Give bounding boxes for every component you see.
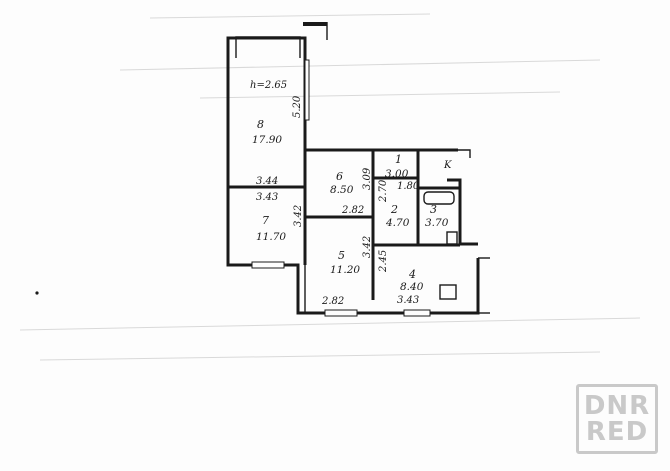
room8-width: 3.44 (256, 176, 278, 187)
room-8-area: 17.90 (252, 134, 282, 146)
room-4-area: 8.40 (400, 281, 424, 293)
watermark-line-1: DNR (583, 391, 651, 421)
fixtures (423, 149, 490, 314)
room8-length: 5.20 (292, 95, 303, 118)
room-2-number: 2 (390, 203, 398, 216)
interior-walls (228, 150, 460, 313)
room-3-number: 3 (430, 203, 437, 216)
room1-width: 1.80 (397, 181, 420, 192)
bathtub-icon (423, 191, 455, 205)
balcony (235, 22, 328, 58)
room-6-number: 6 (336, 170, 343, 183)
room-7-area: 11.70 (256, 231, 286, 243)
room7-length: 3.42 (293, 205, 304, 227)
watermark-logo: DNR RED (576, 384, 658, 454)
watermark-line-2: RED (585, 417, 649, 447)
room6-width: 2.82 (341, 205, 364, 216)
room-2-area: 4.70 (385, 217, 410, 229)
stove-icon (439, 284, 457, 300)
room7-width: 3.43 (256, 192, 278, 203)
dimension-labels: h=2.65 5.20 3.44 3.43 3.42 2.82 3.09 3.4… (250, 80, 452, 307)
scan-background (19, 13, 641, 361)
room-labels: 8 17.90 7 11.70 6 8.50 5 11.20 4 8.40 1 … (252, 118, 449, 293)
ceiling-height: h=2.65 (250, 80, 287, 91)
room-1-number: 1 (395, 153, 402, 166)
room6-length: 3.09 (362, 167, 373, 190)
room-1-area: 3.00 (385, 168, 409, 180)
room-8-number: 8 (257, 118, 264, 131)
room-6-area: 8.50 (330, 184, 354, 196)
sink-icon (446, 231, 458, 245)
room1-length: 2.70 (378, 179, 389, 203)
windows (251, 59, 431, 317)
room5-length: 3.42 (362, 236, 373, 258)
room-4-number: 4 (408, 268, 416, 281)
room5-width: 2.82 (321, 296, 344, 307)
room-5-area: 11.20 (330, 264, 360, 276)
room4-length: 2.45 (378, 250, 389, 273)
room-5-number: 5 (338, 249, 345, 262)
entrance-mark: K (443, 160, 452, 171)
room-3-area: 3.70 (425, 217, 449, 229)
room-7-number: 7 (262, 214, 269, 227)
room4-width: 3.43 (397, 295, 419, 306)
